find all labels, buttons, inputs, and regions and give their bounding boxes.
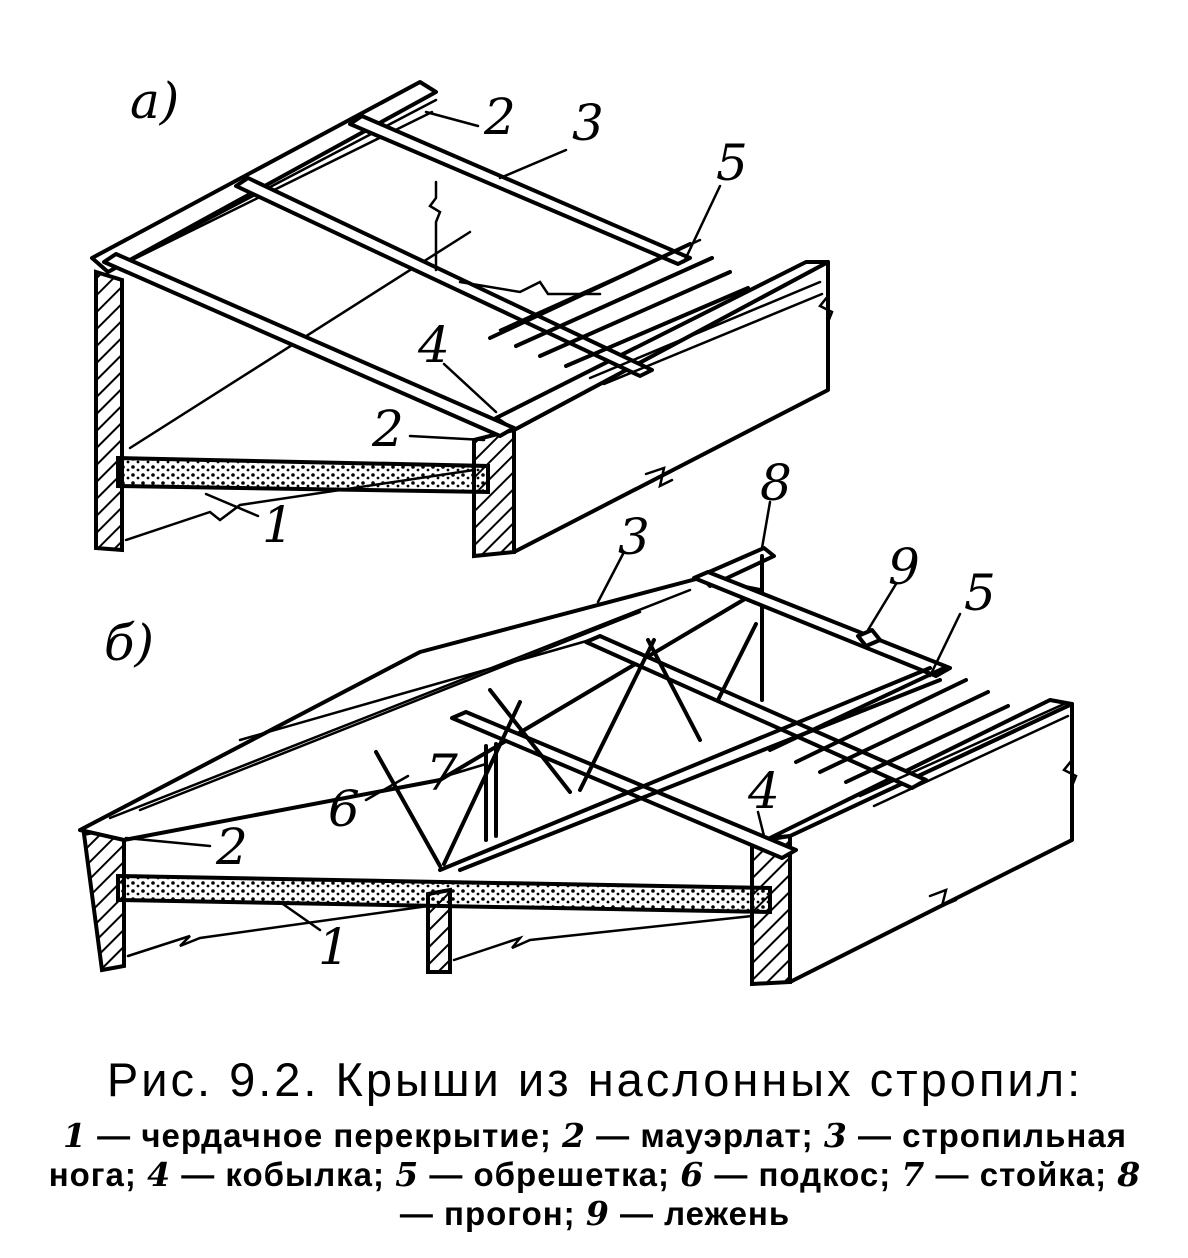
figure-caption-title: Рис. 9.2. Крыши из наслонных стропил: <box>106 1053 1084 1106</box>
figure-legend: 1 — чердачное перекрытие; 2 — мауэрлат; … <box>40 1116 1150 1233</box>
panel-b-sleeper <box>856 628 882 648</box>
legend-item: 1 — чердачное перекрытие; <box>63 1116 552 1155</box>
callout-a-3: 3 <box>572 94 604 152</box>
legend-item: 9 — лежень <box>585 1194 791 1233</box>
panel-a-label: а) <box>130 72 179 130</box>
panel-b-battens <box>768 666 1070 808</box>
legend-item: 3 — стропильная нога; <box>48 1116 1127 1193</box>
panel-a-drawing: а) 2 3 5 4 2 1 <box>90 72 834 559</box>
panel-b-drawing: б) 8 3 9 5 7 6 4 2 1 <box>78 454 1078 987</box>
callout-a-4: 4 <box>417 316 450 374</box>
callout-b-6: 6 <box>328 780 360 838</box>
panel-a-back-mauerlat <box>90 80 438 274</box>
callout-a-2-bottom: 2 <box>371 400 404 458</box>
panel-a-floor-slab <box>116 455 490 495</box>
panel-b-rafter-3 <box>692 570 952 678</box>
panel-b-rafter-2 <box>584 634 928 790</box>
roof-diagram: а) 2 3 5 4 2 1 <box>78 72 1078 987</box>
callout-b-8: 8 <box>760 454 792 512</box>
panel-a-rafter-3 <box>348 114 692 266</box>
panel-a-left-wall <box>94 269 124 553</box>
legend-item: 7 — стойка; <box>901 1155 1108 1194</box>
legend-item: 4 — кобылка; <box>147 1155 386 1194</box>
callout-b-1: 1 <box>318 918 350 976</box>
panel-b-label: б) <box>104 614 154 672</box>
panel-a-rafter-2 <box>234 176 654 378</box>
callout-a-2-top: 2 <box>483 88 516 146</box>
panel-b-floor-slab <box>116 873 772 915</box>
panel-a-rafter-1 <box>102 252 516 438</box>
callout-b-4: 4 <box>747 762 780 820</box>
callout-a-1: 1 <box>262 496 294 554</box>
roof-diagram-svg: а) 2 3 5 4 2 1 <box>78 72 1078 987</box>
callout-b-5: 5 <box>964 564 996 622</box>
callout-b-2: 2 <box>215 818 248 876</box>
callout-a-5: 5 <box>716 134 748 192</box>
panel-a-battens <box>488 238 824 386</box>
legend-item: 8 — прогон; <box>399 1155 1142 1232</box>
legend-item: 5 — обрешетка; <box>395 1155 671 1194</box>
callout-b-3: 3 <box>618 508 650 566</box>
legend-item: 6 — подкос; <box>680 1155 892 1194</box>
callout-b-9: 9 <box>888 538 920 596</box>
legend-item: 2 — мауэрлат; <box>562 1116 814 1155</box>
callout-b-7: 7 <box>426 744 458 802</box>
